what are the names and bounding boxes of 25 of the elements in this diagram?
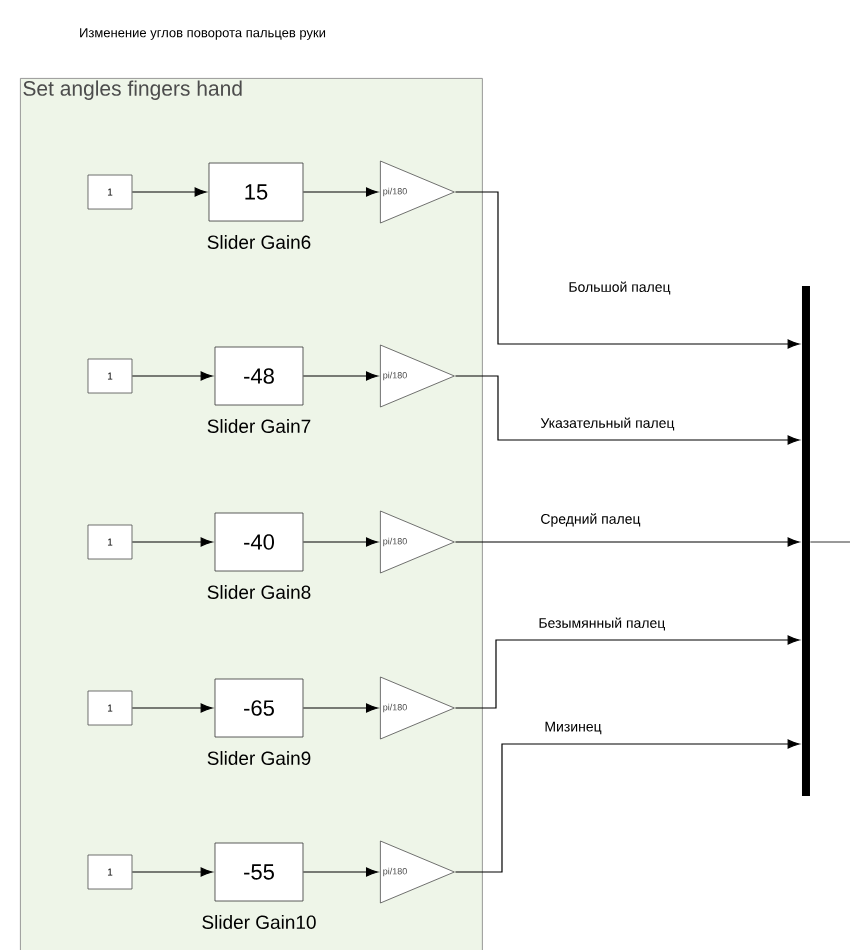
slider-gain-block: -48 <box>214 346 304 406</box>
block-label: Slider Gain8 <box>207 585 311 599</box>
arrow <box>131 371 213 381</box>
block-label: Slider Gain10 <box>202 915 316 929</box>
arrow <box>131 187 207 197</box>
arrow <box>454 375 800 445</box>
slider-gain-block: 15 <box>208 162 304 222</box>
slider-gain-block: -40 <box>214 512 304 572</box>
block-label: Slider Gain7 <box>207 419 311 433</box>
slider-gain-block: -65 <box>214 678 304 738</box>
arrow <box>302 703 378 713</box>
arrow <box>131 703 213 713</box>
arrow <box>302 371 378 381</box>
arrow <box>454 739 800 873</box>
block-label: Slider Gain9 <box>207 751 311 765</box>
arrow <box>131 537 213 547</box>
arrow <box>131 867 213 877</box>
arrow <box>454 537 800 547</box>
arrow <box>302 867 378 877</box>
arrow <box>454 635 800 709</box>
slider-gain-block: -55 <box>214 842 304 902</box>
block-label: Slider Gain6 <box>207 235 311 249</box>
arrow <box>302 187 378 197</box>
arrow <box>302 537 378 547</box>
arrow <box>454 191 800 349</box>
